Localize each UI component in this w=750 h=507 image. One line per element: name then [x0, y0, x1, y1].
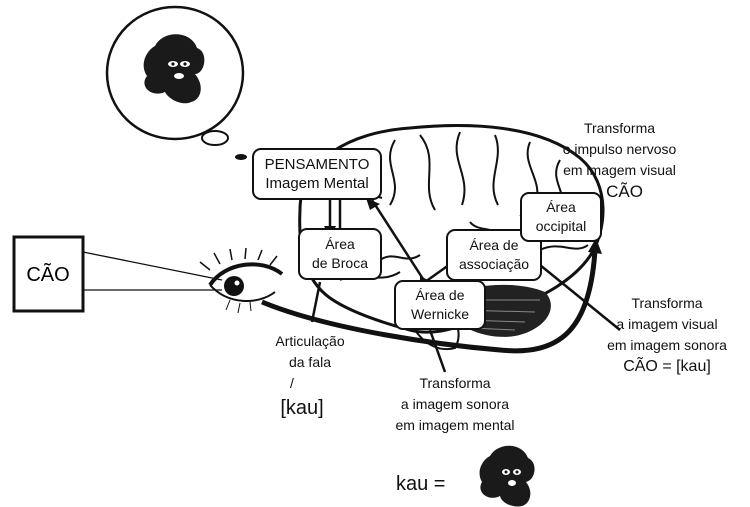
stimulus-word: CÃO [26, 262, 69, 286]
pointer-wernicke [430, 330, 445, 372]
dog-icon-small [480, 446, 535, 507]
broca-area-box: Área de Broca [298, 228, 382, 280]
arrow-broca-to-speech [312, 282, 320, 322]
sound-meaning-equation: kau = [396, 474, 445, 495]
wernicke-area-box: Área de Wernicke [394, 280, 486, 330]
sight-line-top [83, 252, 222, 280]
thought-bubble-dot-large [202, 131, 228, 145]
thought-subtitle: Imagem Mental [254, 174, 380, 193]
occipital-description: Transforma o impulso nervoso em imagem v… [532, 118, 707, 202]
speech-articulation-label: Articulação da fala / [kau] [255, 331, 365, 422]
thought-title: PENSAMENTO [254, 155, 380, 174]
thought-bubble-dot-small [235, 154, 247, 160]
wernicke-description: Transforma a imagem sonora em imagem men… [370, 373, 540, 436]
association-description: Transforma a imagem visual em imagem son… [592, 293, 742, 377]
thought-box: PENSAMENTO Imagem Mental [252, 148, 382, 200]
